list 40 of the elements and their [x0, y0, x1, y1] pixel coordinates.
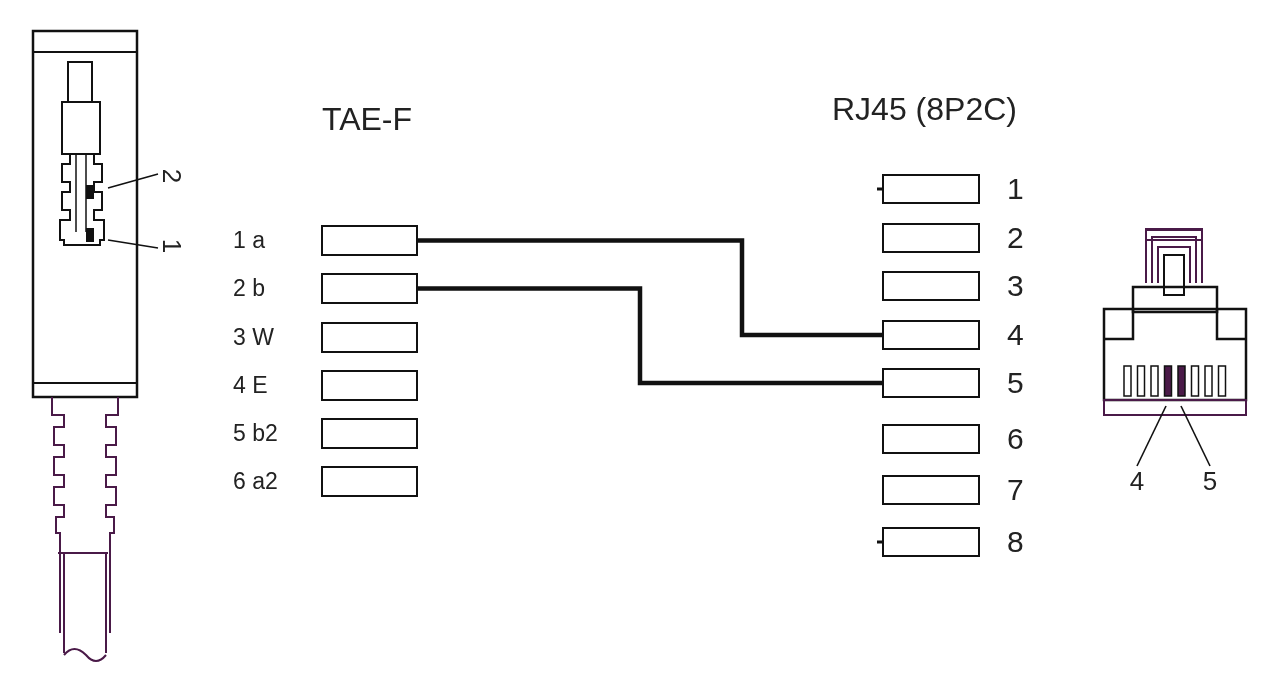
pin-label: 5 [1007, 368, 1024, 398]
pin-label: 2 [1007, 223, 1024, 253]
pin-box [882, 368, 980, 398]
pin-label: 1 a [233, 229, 265, 252]
pin-label: 1 [1007, 174, 1024, 204]
callout-number: 5 [1199, 466, 1221, 496]
pin-box [882, 271, 980, 301]
pin-label: 5 b2 [233, 422, 278, 445]
leader-line [107, 173, 159, 189]
pin-box [321, 466, 418, 497]
pin-label: 6 a2 [233, 470, 278, 493]
leader-line [1136, 405, 1167, 467]
pin-box [321, 273, 418, 304]
connector-heading: TAE-F [322, 103, 413, 135]
pin-box [882, 424, 980, 454]
wire [418, 238, 882, 338]
pin-label: 7 [1007, 475, 1024, 505]
pin-label: 3 W [233, 326, 274, 349]
pin-label: 6 [1007, 424, 1024, 454]
pin-box [882, 320, 980, 350]
pin-box [321, 322, 418, 353]
pin-box [882, 527, 980, 557]
callout-number: 1 [158, 234, 186, 258]
pin-label: 4 [1007, 320, 1024, 350]
leader-line [107, 239, 159, 249]
pin-box [882, 223, 980, 253]
callout-number: 4 [1126, 466, 1148, 496]
pin-box [321, 418, 418, 449]
leader-line [1180, 405, 1211, 467]
pin-label: 2 b [233, 277, 265, 300]
connector-heading: RJ45 (8P2C) [832, 93, 1017, 125]
pin-box [321, 225, 418, 256]
pin-label: 3 [1007, 271, 1024, 301]
pin-box [882, 174, 980, 204]
pin-label: 8 [1007, 527, 1024, 557]
pin-box [882, 475, 980, 505]
pin-label: 4 E [233, 374, 268, 397]
callout-number: 2 [158, 164, 186, 188]
wire [418, 286, 882, 386]
pin-box [321, 370, 418, 401]
